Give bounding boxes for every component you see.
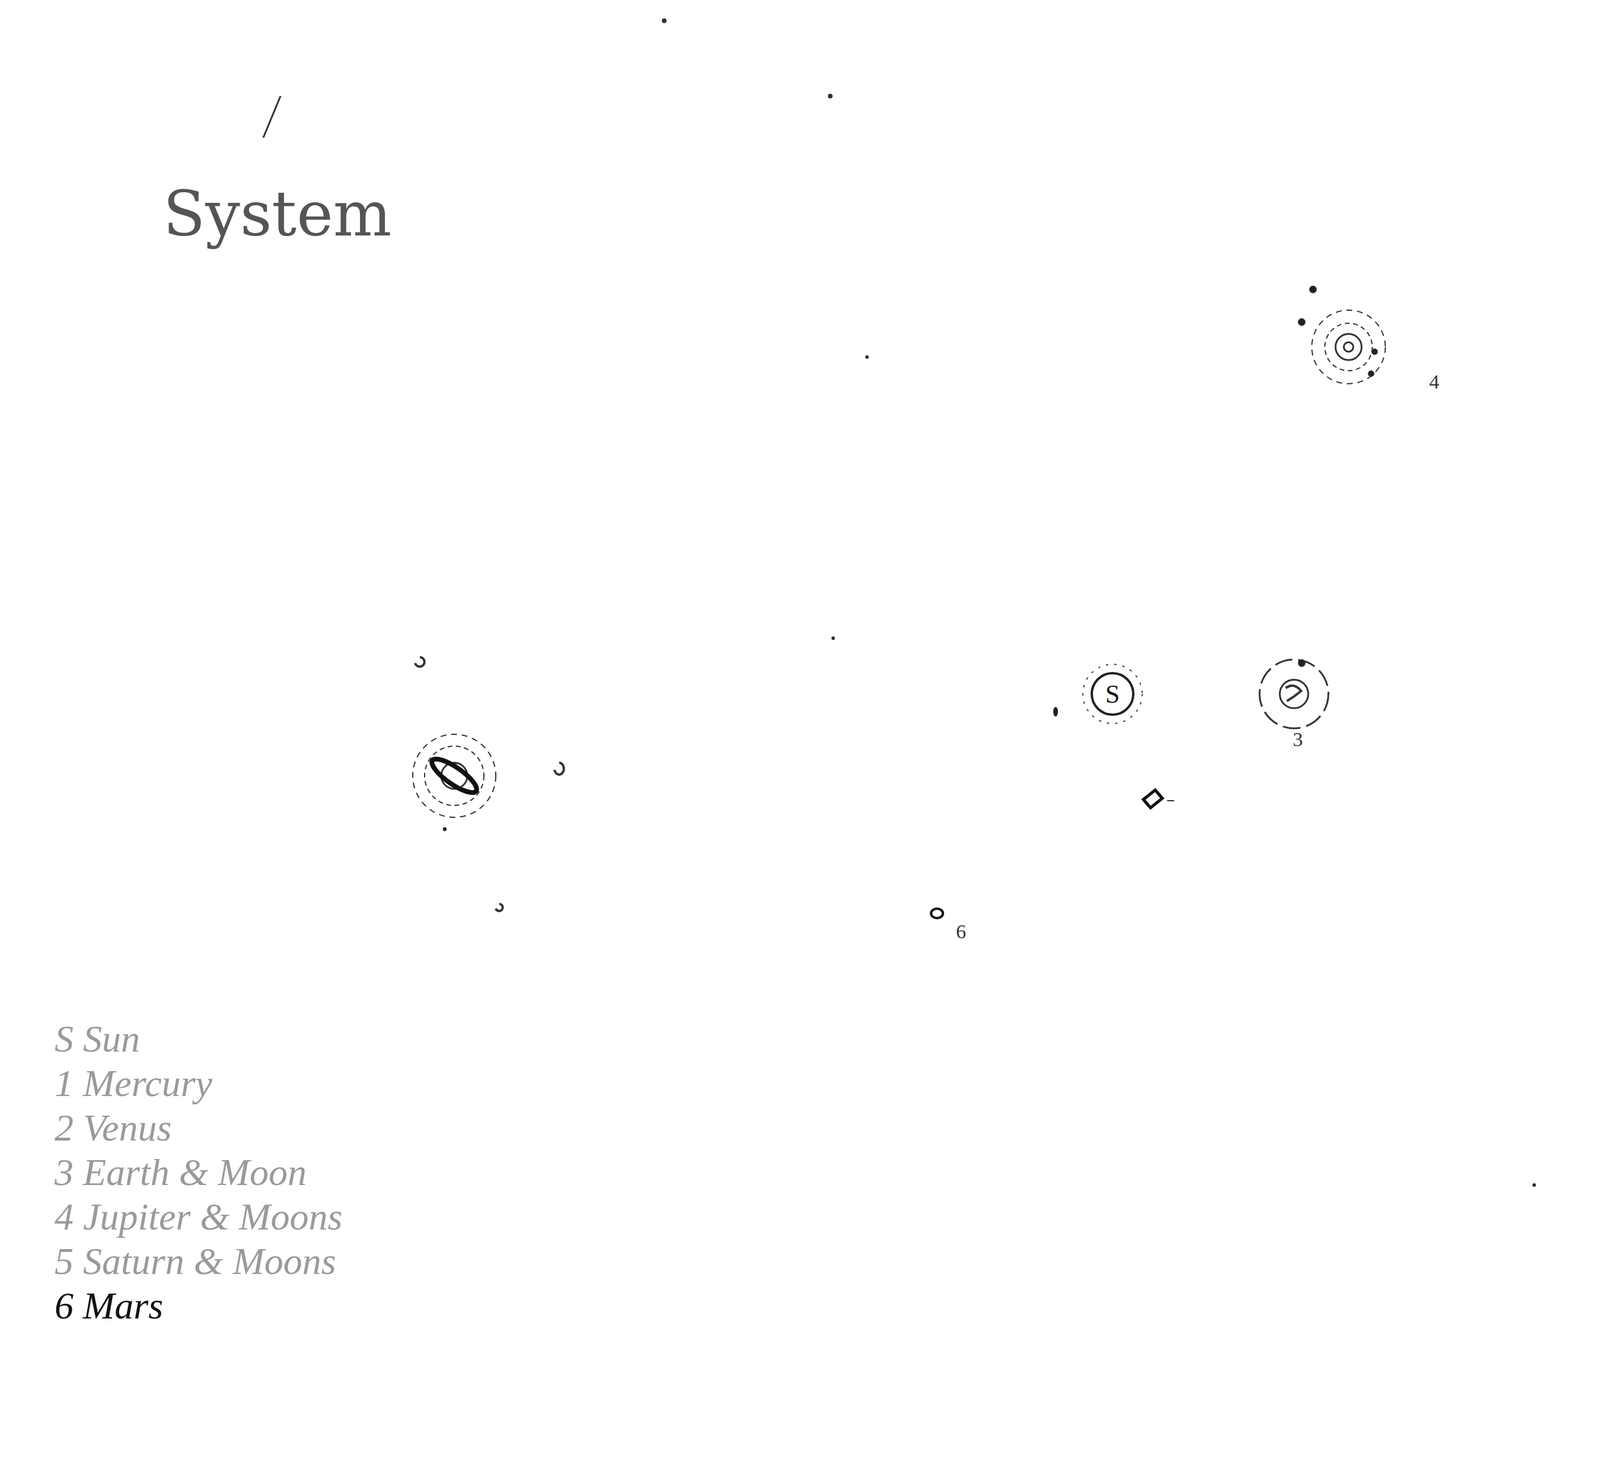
- sun-circle: S: [1089, 671, 1136, 717]
- legend-line: 1 Mercury: [54, 1061, 213, 1106]
- callout-number: 4: [1429, 370, 1440, 394]
- legend-line: 5 Saturn & Moons: [54, 1239, 337, 1284]
- callout-number: 6: [955, 920, 967, 943]
- earth-symbol: [1259, 659, 1329, 729]
- legend-line: 6 Mars: [54, 1283, 164, 1328]
- callout-number: 3: [1292, 728, 1303, 751]
- venus-symbol: [1143, 789, 1175, 808]
- node-text: S: [1105, 679, 1120, 710]
- saturn-symbol: [412, 657, 564, 911]
- title: System: [163, 177, 392, 251]
- legend-line: 2 Venus: [54, 1106, 172, 1150]
- jupiter-symbol: [1298, 285, 1386, 384]
- legend-line: S Sun: [54, 1017, 140, 1061]
- legend-line: 4 Jupiter & Moons: [54, 1194, 343, 1239]
- legend-line: 3 Earth & Moon: [54, 1150, 307, 1195]
- paper-specks: [263, 18, 1536, 1187]
- mercury-symbol: [1053, 706, 1058, 717]
- sun-rays: [1082, 664, 1143, 724]
- mars-symbol: [931, 908, 943, 919]
